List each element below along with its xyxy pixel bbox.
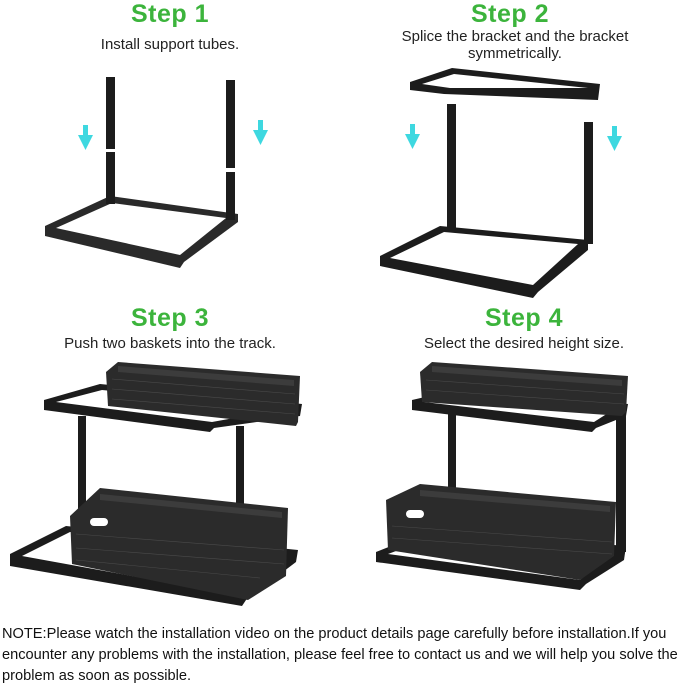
installation-note: NOTE:Please watch the installation video…	[2, 626, 678, 684]
lower-basket	[70, 488, 288, 600]
basket-handle-hole	[90, 518, 108, 526]
basket-handle-hole	[406, 510, 424, 518]
down-arrow-icon	[607, 126, 622, 151]
step-4-description: Select the desired height size.	[423, 335, 625, 352]
step-2-panel: Step 2 Splice the bracket and the bracke…	[340, 0, 679, 300]
step-2-description: Splice the bracket and the bracket symme…	[401, 28, 629, 62]
step-1-description: Install support tubes.	[100, 36, 240, 53]
step-4-illustration	[376, 362, 628, 590]
step-3-panel: Step 3 Push two baskets into the track.	[0, 304, 340, 614]
step-3-illustration	[10, 362, 302, 606]
step-1-illustration	[45, 77, 268, 268]
step-3-title: Step 3	[130, 304, 210, 332]
lower-basket	[386, 484, 616, 580]
step-2-title: Step 2	[470, 0, 550, 28]
step-4-panel: Step 4 Select the desired height size.	[354, 304, 679, 614]
step-1-title: Step 1	[130, 0, 210, 28]
upper-basket	[106, 362, 300, 426]
step-4-title: Step 4	[484, 304, 564, 332]
down-arrow-icon	[405, 124, 420, 149]
down-arrow-icon	[78, 125, 93, 150]
upper-basket	[420, 362, 628, 416]
step-1-panel: Step 1 Install support tubes.	[0, 0, 340, 300]
step-2-illustration	[380, 68, 622, 298]
step-3-description: Push two baskets into the track.	[64, 335, 276, 352]
down-arrow-icon	[253, 120, 268, 145]
